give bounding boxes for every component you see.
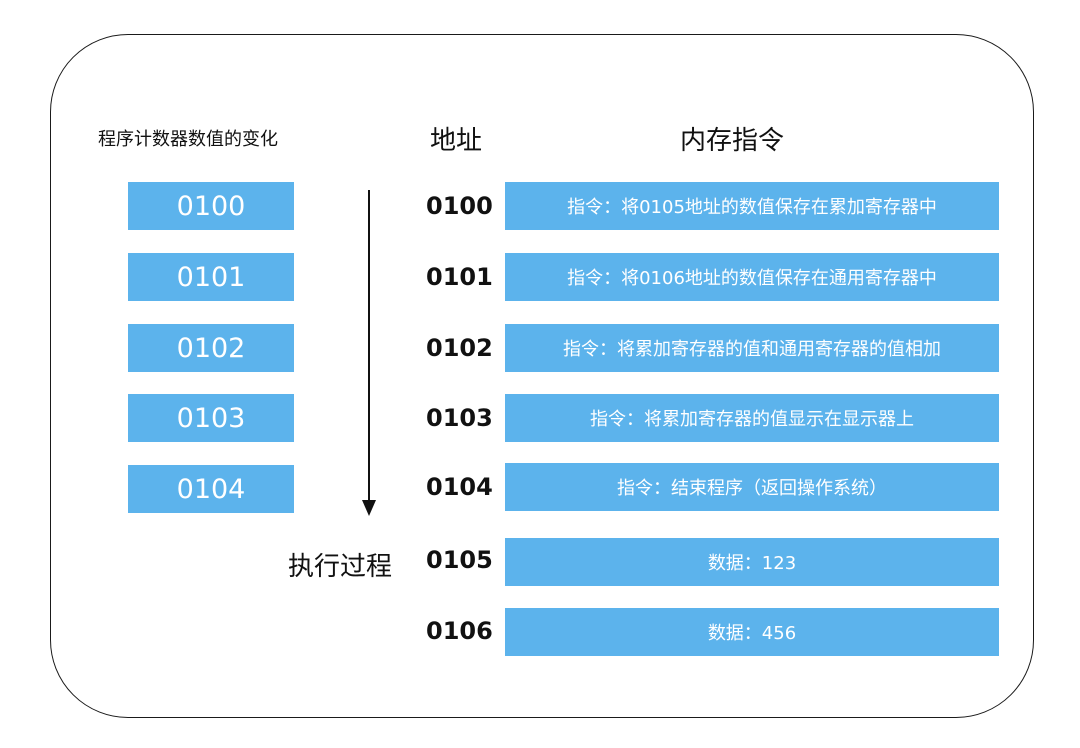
pc-column-title: 程序计数器数值的变化 bbox=[98, 129, 278, 150]
memory-address-4: 0104 bbox=[426, 473, 493, 501]
memory-column-title: 内存指令 bbox=[680, 126, 785, 156]
execution-label: 执行过程 bbox=[288, 552, 393, 582]
pc-value-4: 0104 bbox=[128, 465, 294, 513]
memory-content-0: 指令：将0105地址的数值保存在累加寄存器中 bbox=[505, 182, 999, 230]
execution-arrow-line bbox=[368, 190, 370, 502]
diagram-frame bbox=[50, 34, 1034, 718]
pc-value-2: 0102 bbox=[128, 324, 294, 372]
memory-address-3: 0103 bbox=[426, 404, 493, 432]
memory-address-0: 0100 bbox=[426, 192, 493, 220]
pc-value-0: 0100 bbox=[128, 182, 294, 230]
memory-address-5: 0105 bbox=[426, 546, 493, 574]
memory-address-6: 0106 bbox=[426, 617, 493, 645]
memory-content-5: 数据：123 bbox=[505, 538, 999, 586]
memory-content-1: 指令：将0106地址的数值保存在通用寄存器中 bbox=[505, 253, 999, 301]
memory-address-1: 0101 bbox=[426, 263, 493, 291]
memory-content-6: 数据：456 bbox=[505, 608, 999, 656]
memory-content-2: 指令：将累加寄存器的值和通用寄存器的值相加 bbox=[505, 324, 999, 372]
pc-value-1: 0101 bbox=[128, 253, 294, 301]
memory-address-2: 0102 bbox=[426, 334, 493, 362]
pc-value-3: 0103 bbox=[128, 394, 294, 442]
memory-content-4: 指令：结束程序（返回操作系统） bbox=[505, 463, 999, 511]
memory-content-3: 指令：将累加寄存器的值显示在显示器上 bbox=[505, 394, 999, 442]
execution-arrow-head bbox=[362, 500, 376, 516]
address-column-title: 地址 bbox=[430, 126, 483, 156]
